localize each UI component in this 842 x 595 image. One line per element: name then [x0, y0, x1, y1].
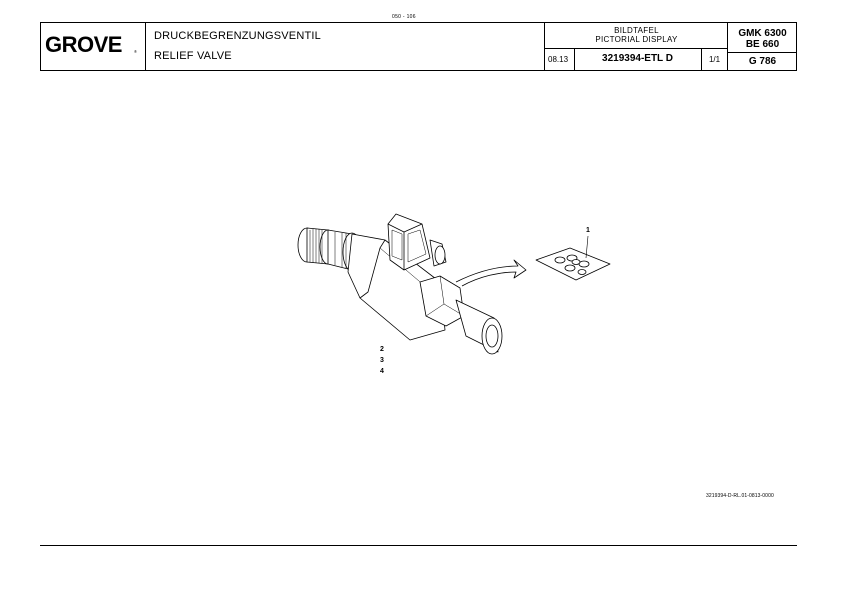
title-block: GROVE ® DRUCKBEGRENZUNGSVENTIL RELIEF VA…	[40, 22, 797, 71]
registered-mark: ®	[134, 49, 137, 54]
callout-3: 3	[380, 357, 384, 364]
model-cell: GMK 6300 BE 660 G 786	[727, 23, 797, 70]
footer-rule	[40, 545, 797, 546]
pictorial-cell: BILDTAFEL PICTORIAL DISPLAY 08.13 321939…	[544, 23, 728, 70]
divider	[574, 48, 575, 70]
document-reference: 3219394-D-RL.01-0813-0000	[706, 493, 774, 499]
hex-nut-stem	[419, 275, 503, 355]
seal-kit	[535, 247, 611, 281]
assembly-arrow	[455, 259, 527, 287]
callout-2: 2	[380, 346, 384, 353]
divider	[545, 48, 728, 49]
pictorial-label-german: BILDTAFEL	[614, 26, 659, 35]
revision-date: 08.13	[548, 55, 569, 64]
part-name-german: DRUCKBEGRENZUNGSVENTIL	[154, 30, 321, 42]
relief-valve-drawing	[297, 213, 611, 355]
pictorial-label-english: PICTORIAL DISPLAY	[595, 35, 678, 44]
group-number: G 786	[748, 56, 777, 67]
solenoid-connector	[387, 213, 447, 271]
divider	[701, 48, 702, 70]
grove-logo: GROVE	[45, 32, 122, 57]
callout-4: 4	[380, 368, 384, 375]
part-number: 3219394-ETL D	[602, 53, 673, 64]
divider	[728, 52, 797, 53]
part-name-english: RELIEF VALVE	[154, 50, 232, 62]
sheet-number: 1/1	[708, 55, 721, 64]
logo-cell: GROVE ®	[41, 23, 146, 70]
callout-1: 1	[586, 227, 590, 234]
crane-model: GMK 6300	[738, 28, 787, 39]
page-code: 050 - 106	[392, 14, 416, 20]
leader-line	[585, 235, 589, 259]
model-variant: BE 660	[745, 39, 780, 50]
